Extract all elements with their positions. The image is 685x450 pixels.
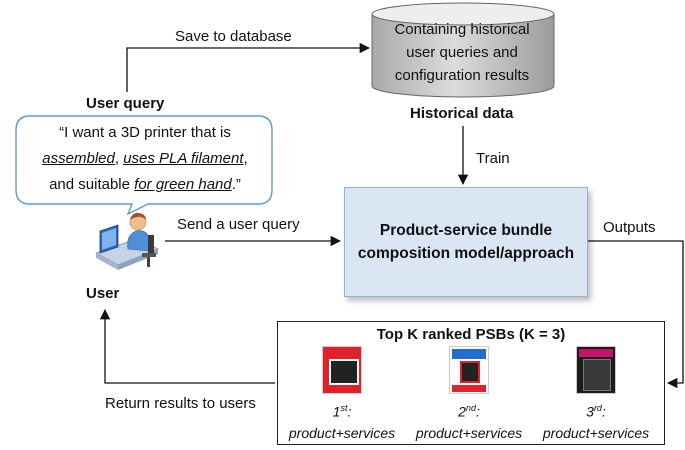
query-end: .” — [231, 176, 241, 193]
return-arrow — [99, 308, 275, 384]
outputs-label: Outputs — [603, 219, 656, 236]
return-label: Return results to users — [105, 395, 256, 412]
item-label: product+services — [542, 424, 650, 441]
user-at-computer-icon — [95, 212, 160, 270]
model-line-2: composition model/approach — [357, 245, 575, 262]
user-label: User — [86, 285, 120, 302]
train-label: Train — [476, 150, 510, 167]
send-label: Send a user query — [177, 216, 300, 233]
query-term-pla: uses PLA filament — [123, 150, 244, 167]
item-label: product+services — [415, 424, 523, 441]
save-label: Save to database — [175, 28, 292, 45]
rank-suffix: st — [340, 403, 348, 413]
psb-title: Top K ranked PSBs (K = 3) — [376, 326, 566, 343]
product-image — [322, 346, 362, 394]
user-query-text: “I want a 3D printer that is assembled, … — [20, 120, 270, 198]
database-cylinder — [371, 2, 555, 98]
database-line: Containing historical — [394, 21, 530, 38]
database-line: user queries and — [406, 44, 518, 61]
query-term-assembled: assembled — [42, 150, 115, 167]
query-comma: , — [243, 150, 248, 167]
historical-data-label: Historical data — [410, 105, 514, 122]
psb-item-3: 3rd: product+services — [538, 346, 654, 444]
product-image — [449, 346, 489, 394]
query-line-1: “I want a 3D printer that is — [59, 124, 231, 141]
item-label: product+services — [288, 424, 396, 441]
rank: 3 — [586, 403, 594, 420]
query-line-3: and suitable — [49, 176, 135, 193]
rank: 2 — [458, 403, 466, 420]
save-arrow — [126, 42, 371, 92]
user-query-heading: User query — [86, 95, 165, 112]
query-term-green-hand: for green hand — [134, 176, 232, 193]
outputs-arrow — [588, 240, 684, 389]
query-bubble — [15, 115, 273, 216]
psb-item-1: 1st: product+services — [284, 346, 400, 444]
psb-item-2: 2nd: product+services — [411, 346, 527, 444]
rank-suffix: rd — [593, 403, 602, 413]
model-line-1: Product-service bundle — [379, 222, 553, 239]
database-description: Containing historical user queries and c… — [372, 18, 552, 87]
model-box: Product-service bundle composition model… — [344, 187, 588, 297]
rank: 1 — [332, 403, 341, 420]
product-image — [576, 346, 616, 394]
query-separator: , — [114, 150, 124, 167]
rank-suffix: nd — [465, 403, 476, 413]
database-line: configuration results — [394, 67, 530, 84]
